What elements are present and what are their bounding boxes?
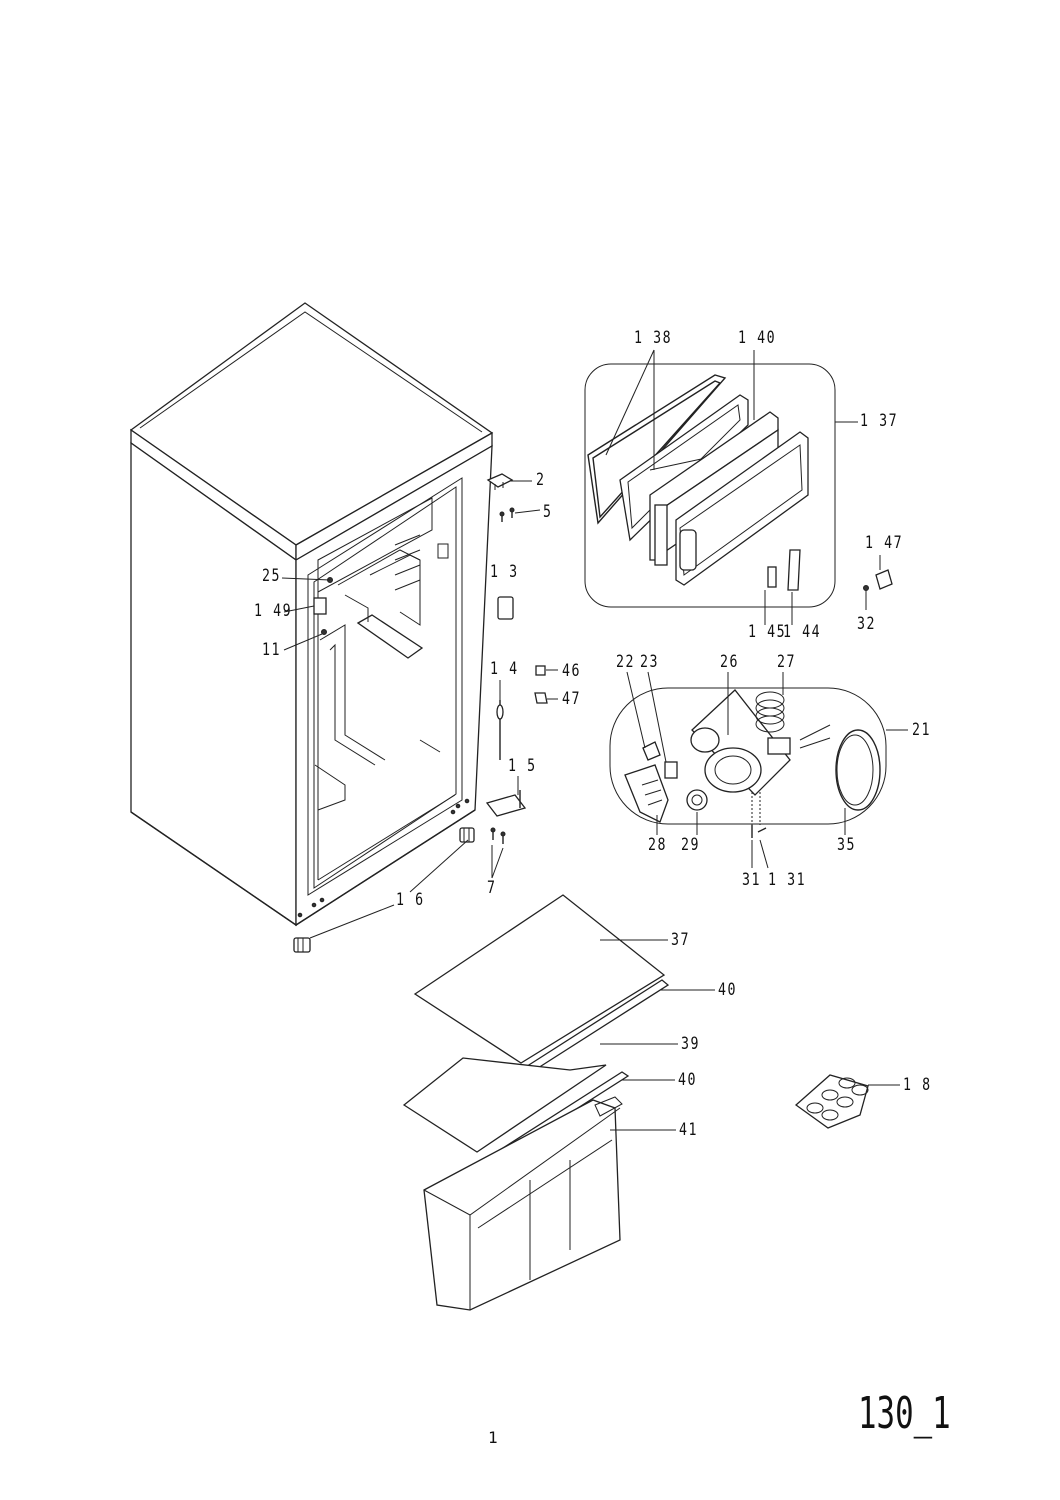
door-stop-parts — [863, 569, 893, 591]
leader-lines — [281, 349, 908, 1131]
callout-27: 27 — [777, 652, 797, 672]
callout-47: 47 — [562, 689, 582, 709]
callout-140: 1 40 — [738, 328, 777, 348]
callout-41: 41 — [679, 1120, 699, 1140]
callout-37: 37 — [671, 930, 691, 950]
hinge-parts — [485, 473, 548, 844]
callout-18: 1 8 — [903, 1075, 932, 1095]
callout-23: 23 — [640, 652, 660, 672]
callout-149: 1 49 — [254, 601, 293, 621]
door-assembly — [584, 363, 836, 608]
callout-147: 1 47 — [865, 533, 904, 553]
callout-5: 5 — [543, 502, 553, 522]
callout-2: 2 — [536, 470, 546, 490]
callout-11: 11 — [262, 640, 282, 660]
leveling-feet — [293, 827, 475, 953]
callout-14: 1 4 — [490, 659, 519, 679]
callout-40-lower: 40 — [678, 1070, 698, 1090]
callout-26: 26 — [720, 652, 740, 672]
callout-39: 39 — [681, 1034, 701, 1054]
callout-131: 1 31 — [768, 870, 807, 890]
callout-25: 25 — [262, 566, 282, 586]
refrigerator-cabinet — [129, 302, 494, 927]
callout-7: 7 — [487, 878, 497, 898]
callout-15: 1 5 — [508, 756, 537, 776]
callout-144: 1 44 — [783, 622, 822, 642]
callout-46: 46 — [562, 661, 582, 681]
callout-31: 31 — [742, 870, 762, 890]
callout-32: 32 — [857, 614, 877, 634]
callout-22: 22 — [616, 652, 636, 672]
callout-145: 1 45 — [748, 622, 787, 642]
callout-29: 29 — [681, 835, 701, 855]
callout-28: 28 — [648, 835, 668, 855]
egg-tray — [794, 1074, 869, 1129]
page-number: 1 — [488, 1428, 498, 1447]
callout-137: 1 37 — [860, 411, 899, 431]
sheet-code: 130_1 — [858, 1388, 951, 1439]
callout-13: 1 3 — [490, 562, 519, 582]
callout-40-upper: 40 — [718, 980, 738, 1000]
callout-138: 1 38 — [634, 328, 673, 348]
callout-21: 21 — [912, 720, 932, 740]
shelves-crisper — [402, 894, 670, 1311]
thermostat-lamp-assembly — [609, 687, 887, 838]
callout-16: 1 6 — [396, 890, 425, 910]
callout-35: 35 — [837, 835, 857, 855]
